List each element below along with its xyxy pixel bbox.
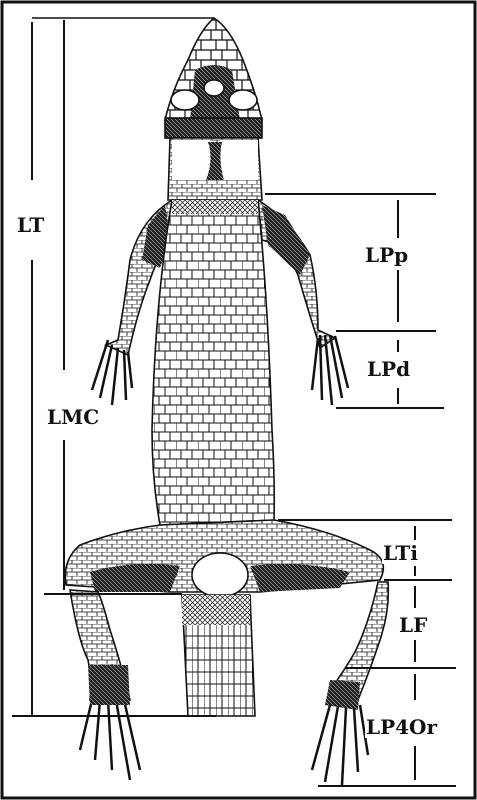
label-lmc: LMC — [46, 406, 100, 428]
lizard-illustration — [65, 18, 388, 785]
label-lpp: LPp — [364, 244, 409, 266]
label-lf: LF — [398, 614, 428, 636]
lizard-trunk — [152, 200, 274, 525]
label-lti: LTi — [382, 542, 419, 564]
label-lt: LT — [16, 214, 45, 236]
label-lp4or: LP4Or — [365, 716, 438, 738]
label-lpd: LPd — [366, 358, 411, 380]
